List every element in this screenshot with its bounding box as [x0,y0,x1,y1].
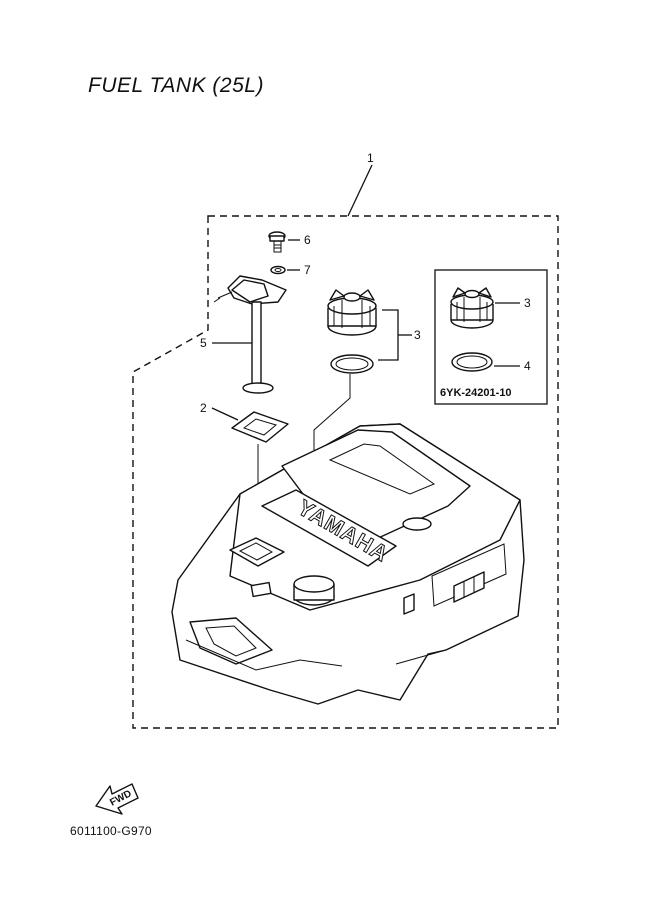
screw-part [268,231,286,253]
fuel-gauge-part [213,275,287,394]
o-ring-part [330,354,374,374]
diagram-code: 6011100-G970 [70,824,152,838]
callout-3: 3 [414,328,421,342]
kit-callout-4: 4 [524,359,531,373]
callout-2: 2 [200,401,207,415]
callout-6: 6 [304,233,311,247]
kit-callout-3: 3 [524,296,531,310]
washer-part [270,265,286,275]
filler-cap-part [327,289,377,336]
kit-cap-part [450,287,494,329]
kit-inset-box [434,269,548,405]
gasket-part [231,411,289,443]
fuel-tank-part: YAMAHA [171,423,525,705]
diagram-title: FUEL TANK (25L) [88,74,264,97]
kit-part-number: 6YK-24201-10 [440,387,512,399]
assembly-boundary [132,215,559,729]
kit-o-ring-part [451,352,493,372]
callout-5: 5 [200,336,207,350]
callout-1: 1 [367,151,374,165]
fwd-direction-arrow: FWD [95,783,139,815]
callout-7: 7 [304,263,311,277]
